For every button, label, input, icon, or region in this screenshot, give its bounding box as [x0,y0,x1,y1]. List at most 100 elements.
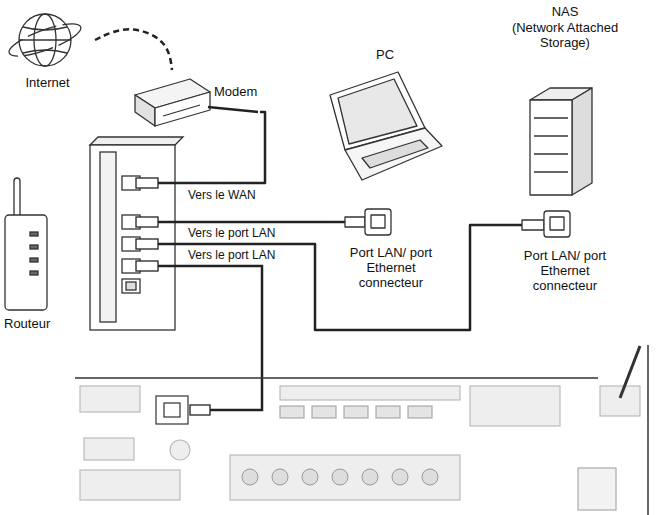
nas-tower [522,220,544,230]
cable-plug [158,221,180,224]
receiver-cable [180,266,262,410]
router-antenna-unit [5,178,47,310]
modem-device [208,107,258,112]
av-receiver-panel [80,470,180,500]
cable-plug [136,178,158,188]
nas-box: NAS(Network Attached Storage) Port LAN/ p… [505,0,627,305]
ethernet-cable [180,225,505,330]
laptop-pc [371,215,385,228]
av-receiver-panel [408,406,432,418]
cable-plug [158,243,180,246]
router-port-panel [90,145,175,330]
device-label: PC [360,47,410,62]
nas-tower [544,211,570,237]
nas-tower [534,117,568,118]
laptop-pc [325,72,442,235]
nas-tower [505,224,522,227]
internet-cloud: Internet [0,5,95,97]
globe-icon [19,39,71,40]
av-receiver-panel [470,386,560,426]
router-antenna-unit [30,245,38,249]
laptop-pc [365,209,391,235]
router-port-panel [122,279,140,293]
av-receiver-panel [344,406,368,418]
nas-tower [572,88,592,195]
globe-icon [23,27,67,53]
laptop-pc [345,128,442,180]
device-label: NAS [505,4,625,19]
router-port-panel [90,137,183,145]
av-receiver-panel [578,468,616,510]
router-port-panel [100,152,116,322]
av-receiver-panel [170,440,190,460]
receiver-jack-row [422,469,438,485]
laptop-pc [325,221,345,224]
modem-device [163,105,200,116]
cable-label: Vers le port LAN [186,226,277,240]
receiver-jack-row [392,469,408,485]
nas-tower [530,100,572,195]
cable-plug [158,182,180,185]
port-label: Port LAN/ port Ethernet connecteur [348,245,434,290]
av-receiver-panel [280,386,460,400]
av-receiver-panel [75,345,648,515]
av-receiver-panel [164,403,180,417]
cable-plug [158,265,180,268]
wireless-link [95,29,172,70]
cable-label: Vers le port LAN [186,248,277,262]
router-antenna-unit [30,271,38,275]
av-receiver-panel [280,406,304,418]
receiver-cable [180,266,262,415]
globe-icon [6,18,84,63]
nas-tower [550,217,564,230]
nas-tower [534,171,568,172]
modem-device [135,95,155,126]
av-receiver-panel [75,377,598,379]
cable-label: Vers le WAN [186,188,258,202]
router-antenna-unit [30,258,38,262]
modem-device [135,79,258,126]
cable-plug [136,261,158,271]
receiver-jack-row [242,469,438,485]
ethernet-cable [180,221,325,224]
port-label: (Network Attached Storage) [509,20,621,50]
av-receiver-panel [156,396,188,424]
av-receiver-panel [80,386,140,412]
receiver-jack-row [332,469,348,485]
receiver-jack-row [242,469,258,485]
router-antenna-unit [30,232,38,236]
router-antenna-unit [5,215,47,310]
pc-box: PC Port LAN/ port Ethernet connecteur [325,45,445,305]
receiver-jack-row [272,469,288,485]
port-label: Port LAN/ port Ethernet connecteur [522,248,608,293]
router-port-panel [90,137,183,330]
laptop-pc [362,140,428,168]
device-label: Internet [5,75,90,90]
av-receiver-panel [312,406,336,418]
device-label: Routeur [4,316,84,331]
av-receiver-panel [620,346,640,398]
globe-icon [19,14,71,66]
router-antenna-unit [14,178,20,218]
av-receiver-panel [600,386,640,416]
cable-plug [136,217,158,227]
nas-tower [534,153,568,154]
modem-device [155,92,210,126]
receiver-jack-row [302,469,318,485]
av-receiver-panel [230,455,460,500]
av-receiver-panel [84,438,134,460]
device-label: Modem [214,84,258,99]
nas-tower [505,88,592,237]
av-receiver-panel [647,345,649,515]
cable-plug [136,178,180,271]
ethernet-cable [180,112,265,183]
laptop-pc [345,217,365,227]
nas-tower [534,135,568,136]
cable-plug [136,239,158,249]
router-port-panel [126,282,136,290]
globe-icon [6,14,84,66]
av-receiver-panel [376,406,400,418]
modem-box: Modem [125,70,260,135]
cable-plug [158,183,180,266]
